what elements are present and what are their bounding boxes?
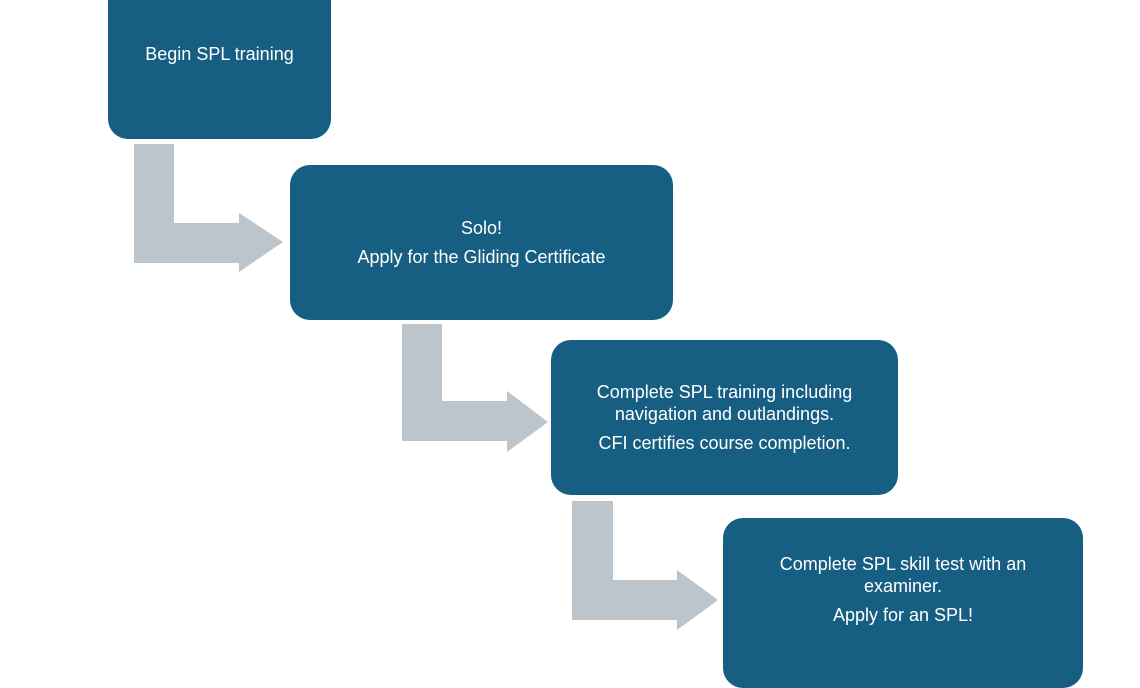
step-2-text: Apply for the Gliding Certificate: [357, 247, 606, 267]
step-4-text: Complete SPL skill test with an examiner…: [779, 553, 1027, 596]
connector-3-4: [572, 501, 718, 630]
step-2-heading: Solo!: [460, 218, 503, 238]
step-3-subtext: CFI certifies course completion.: [598, 433, 851, 453]
bent-arrow-right-icon: [572, 501, 718, 630]
step-2-box: Solo! Apply for the Gliding Certificate: [290, 165, 673, 320]
bent-arrow-right-icon: [134, 144, 283, 272]
step-3-box: Complete SPL training including navigati…: [551, 340, 898, 495]
connector-2-3: [402, 324, 548, 452]
step-1-box: Begin SPL training: [108, 0, 331, 139]
bent-arrow-right-icon: [402, 324, 548, 452]
step-1-text: Begin SPL training: [145, 43, 294, 64]
step-3-text: Complete SPL training including navigati…: [596, 382, 853, 424]
step-4-subtext: Apply for an SPL!: [832, 604, 974, 625]
step-4-box: Complete SPL skill test with an examiner…: [723, 518, 1083, 688]
connector-1-2: [134, 144, 283, 272]
